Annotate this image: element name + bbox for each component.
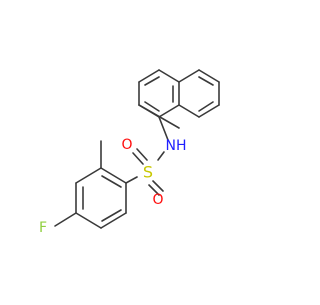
bond <box>178 69 200 83</box>
bond-inner <box>198 101 214 112</box>
bond-inner <box>101 209 122 222</box>
atom-labels: S O O NH F <box>39 137 187 236</box>
bond-inner <box>144 76 160 86</box>
atom-n1: NH <box>166 138 187 154</box>
bond <box>75 167 102 184</box>
bond <box>198 69 220 83</box>
bond <box>158 116 169 141</box>
bond <box>138 69 160 83</box>
bond <box>100 212 127 229</box>
bond <box>136 148 148 161</box>
molecule-diagram: S O O NH F <box>39 69 220 236</box>
bond-inner <box>198 76 214 86</box>
bond <box>178 104 200 118</box>
bond <box>75 212 102 229</box>
atom-s1: S <box>143 163 153 182</box>
atom-o1: O <box>121 137 132 153</box>
bond <box>125 176 138 184</box>
bond <box>54 212 77 227</box>
bond <box>138 104 160 118</box>
bond <box>132 152 144 165</box>
bond <box>148 184 160 196</box>
bond <box>157 151 165 161</box>
bond <box>158 104 180 118</box>
atom-o2: O <box>152 192 163 208</box>
bond-inner <box>101 175 122 188</box>
bonds <box>54 69 220 229</box>
bond <box>158 69 180 83</box>
bond <box>198 104 220 118</box>
structure-svg: S O O NH F <box>39 69 220 236</box>
atom-f1: F <box>39 220 47 236</box>
bond <box>152 180 164 192</box>
bond <box>100 167 127 184</box>
bond-inner <box>144 101 160 112</box>
